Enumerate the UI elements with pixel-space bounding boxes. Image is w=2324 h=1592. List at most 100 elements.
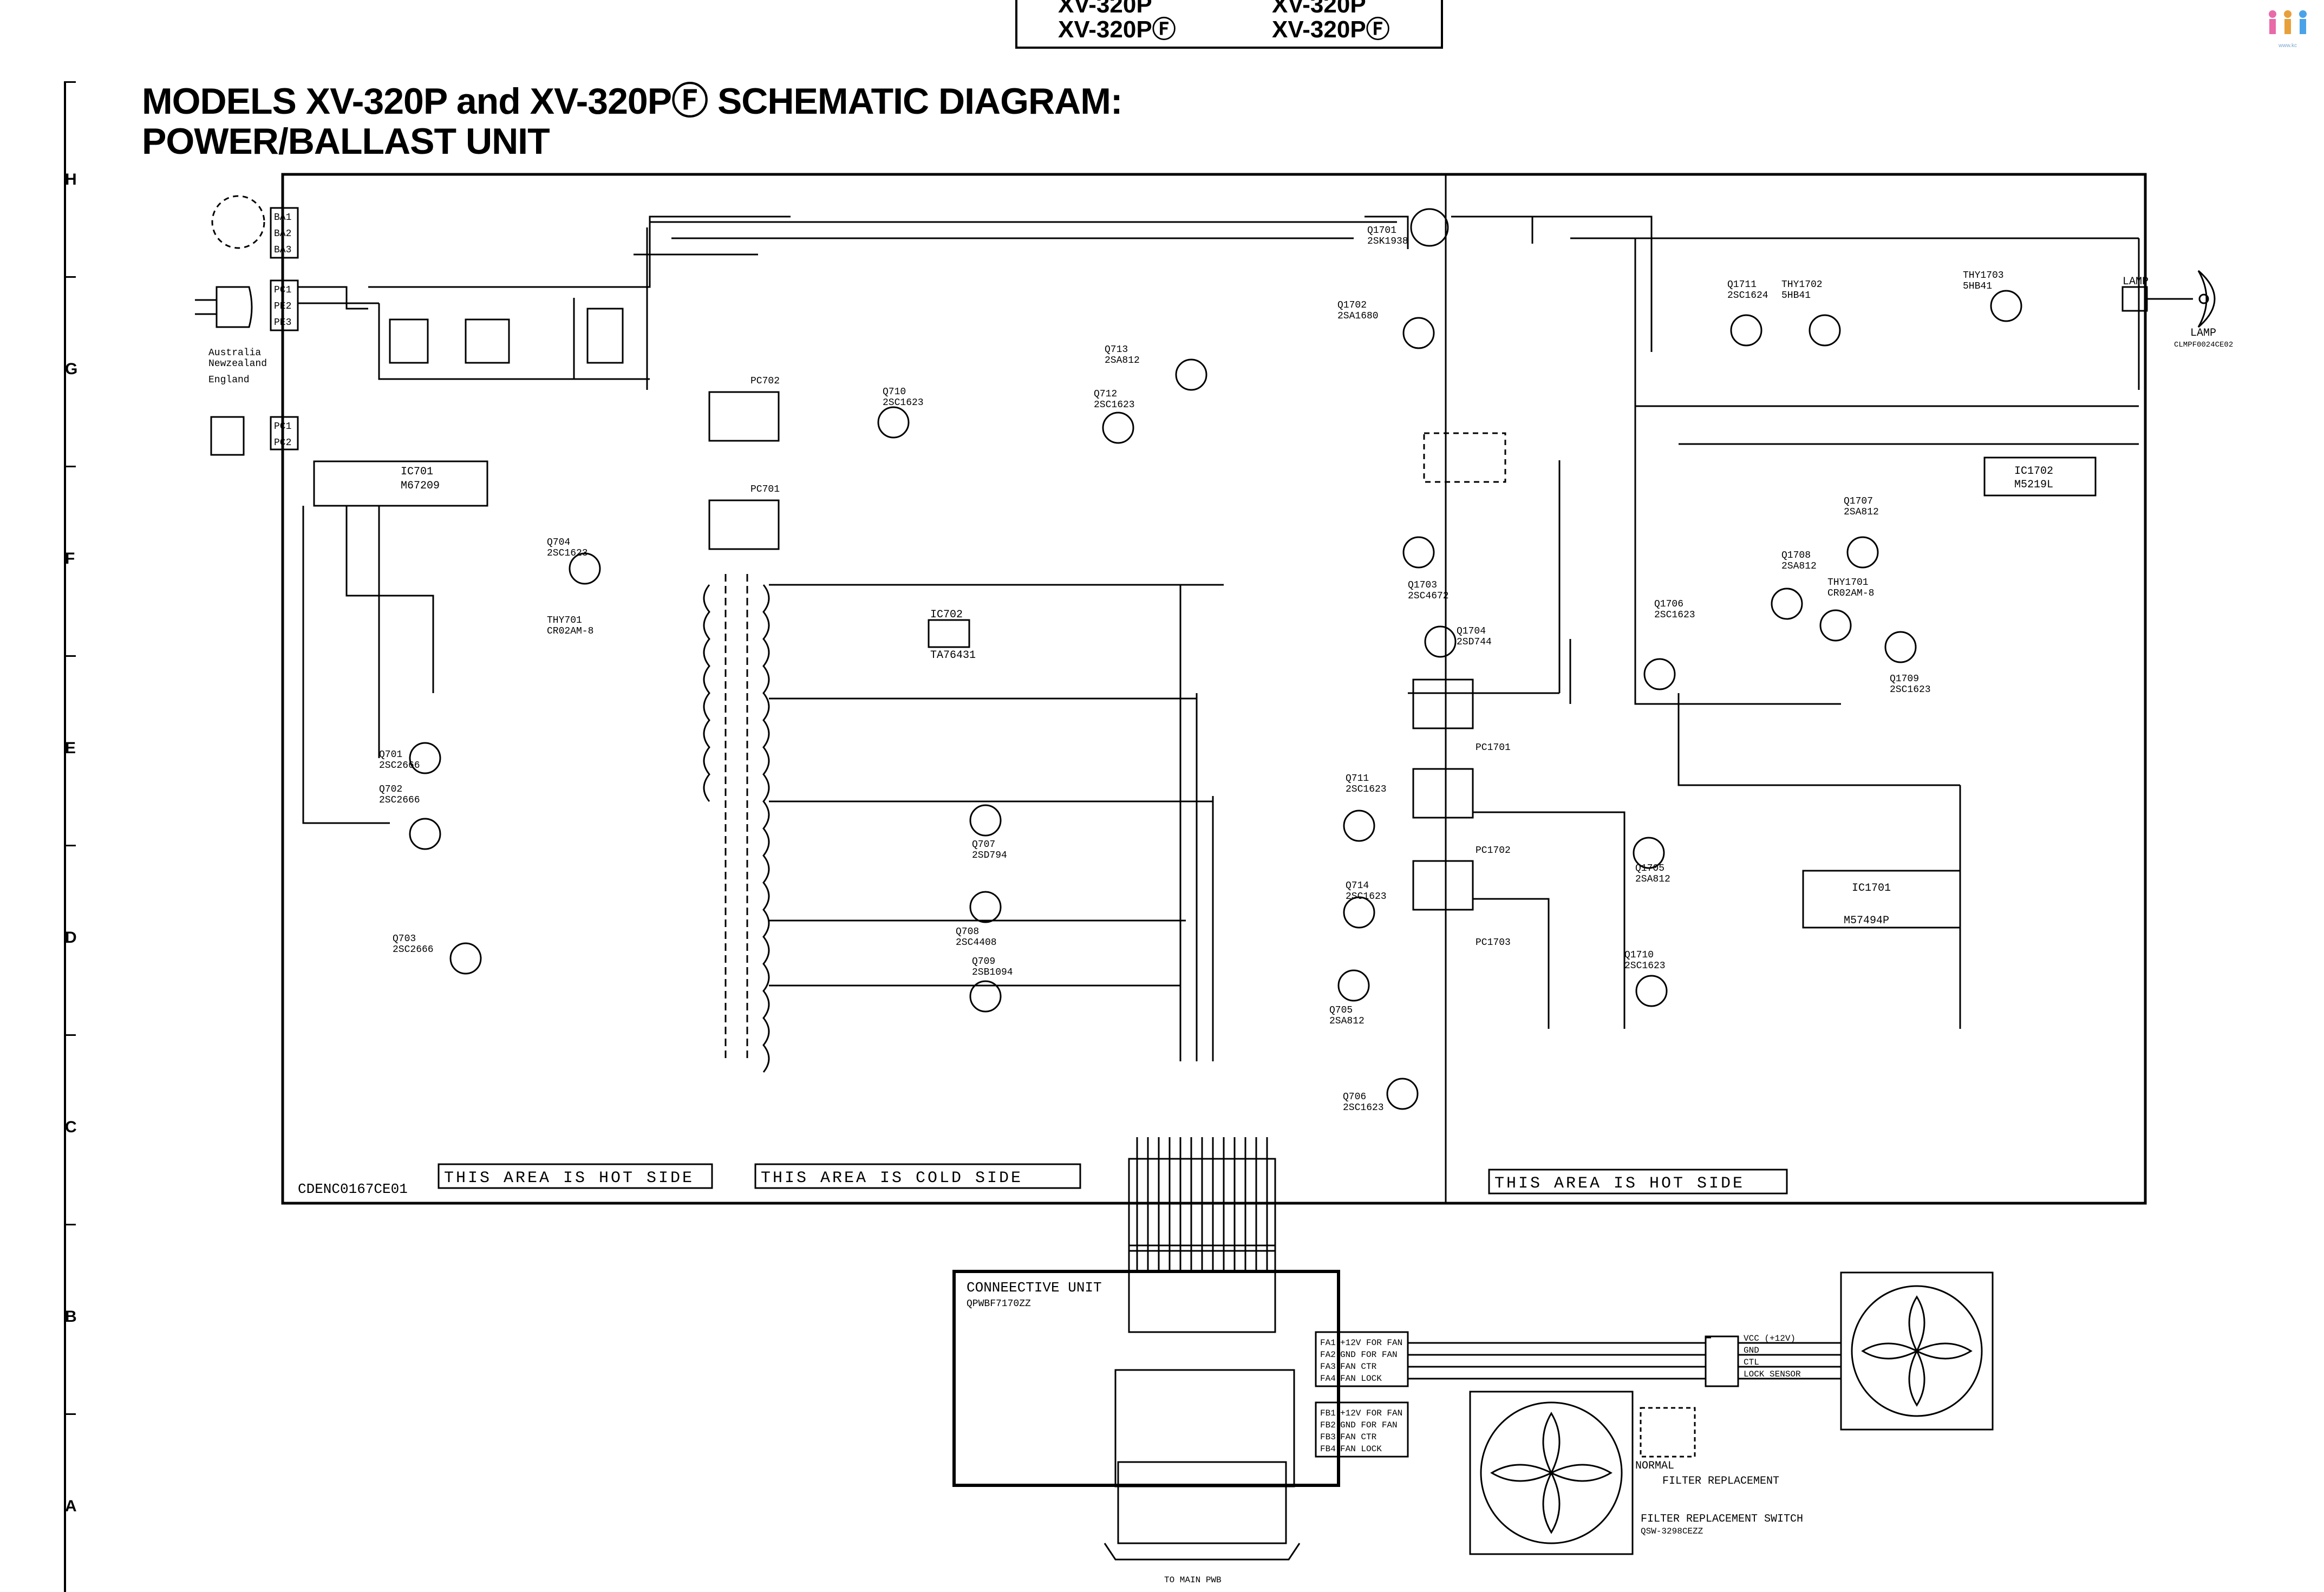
- transistor-part: 2SA1680: [1337, 311, 1379, 322]
- ic1702-block: [1983, 456, 2097, 497]
- thyristor-labels: THY1702 5HB41 THY1703 5HB41 THY701 CR02A…: [547, 270, 2004, 637]
- connective-unit-title: CONNEECTIVE UNIT: [967, 1280, 1102, 1296]
- transistor-name: Q710: [883, 387, 906, 397]
- transistor-name: Q709: [972, 956, 995, 967]
- transistor-part: 2SC2666: [393, 944, 434, 955]
- fan-left-ring: [1480, 1401, 1623, 1544]
- ruler-tick: [64, 1034, 76, 1036]
- transistor-name: Q707: [972, 839, 995, 850]
- thyristor-part: 5HB41: [1963, 281, 1992, 292]
- transistor-name: Q702: [379, 784, 402, 795]
- connective-unit-part: QPWBF7170ZZ: [967, 1299, 1031, 1309]
- transistor-part: 2SC1623: [1343, 1102, 1384, 1113]
- connector-block-top: [1128, 1158, 1276, 1252]
- connector-pin: PE3: [274, 317, 291, 328]
- region-note: Newzealand: [208, 358, 267, 369]
- photocoupler-label: PC701: [750, 484, 780, 495]
- transistor-part: 2SD794: [972, 850, 1007, 861]
- ruler-label: H: [65, 171, 77, 188]
- model-number: XV-320PⒻ: [1058, 16, 1176, 43]
- thyristor-name: THY701: [547, 615, 582, 626]
- ruler-label: C: [65, 1118, 77, 1136]
- fan-wire-label: LOCK SENSOR: [1744, 1369, 1801, 1379]
- normal-label: NORMAL: [1635, 1460, 1674, 1472]
- bridge-rectifier: [586, 308, 624, 364]
- t1701-transformer: [1423, 432, 1506, 483]
- transistor-part: 2SC1623: [547, 548, 588, 559]
- fa-pin: FA2: [1320, 1350, 1336, 1360]
- ruler-label: A: [65, 1497, 77, 1515]
- ic701-block: [313, 460, 488, 507]
- fb-wire-label: GND FOR FAN: [1340, 1420, 1398, 1430]
- ruler-tick: [64, 81, 76, 83]
- t701-primary: [703, 584, 710, 802]
- transistor-part: 2SA812: [1844, 507, 1879, 518]
- ic702-block: [928, 619, 970, 648]
- transistor-name: Q1708: [1781, 550, 1811, 561]
- line-choke: [465, 318, 510, 364]
- t701-secondary: [762, 584, 770, 1073]
- cold-side-label: THIS AREA IS COLD SIDE: [761, 1169, 1023, 1188]
- transistor-part: 2SC1623: [1346, 891, 1387, 902]
- transistor-name: Q711: [1346, 773, 1369, 784]
- ruler-tick: [64, 276, 76, 278]
- ic701-part: M67209: [401, 480, 440, 492]
- transistor-part: 2SC1623: [1890, 684, 1931, 695]
- lamp-icon: [2197, 270, 2216, 328]
- transistor-part: 2SC4408: [956, 937, 997, 948]
- ic1701-part: M57494P: [1844, 915, 1889, 927]
- transistor-part: 2SA812: [1635, 874, 1670, 885]
- thyristor-part: CR02AM-8: [1827, 588, 1874, 599]
- pc701-photocoupler: [708, 499, 780, 550]
- photocoupler-label: PC1703: [1476, 937, 1511, 948]
- logo-text: www.kc: [2279, 43, 2297, 49]
- ic1702-part: M5219L: [2014, 479, 2053, 491]
- model-number: XV-320P: [1058, 0, 1152, 18]
- fb-pin: FB2: [1320, 1420, 1336, 1430]
- fa-wire-label: FAN CTR: [1340, 1362, 1377, 1372]
- lamp-label: LAMP: [2190, 327, 2216, 340]
- fan-left-frame: [1469, 1391, 1634, 1555]
- transistor-part: 2SB1094: [972, 967, 1013, 978]
- connector-pin: BA3: [274, 245, 291, 256]
- fan-right-ring: [1851, 1285, 1983, 1417]
- thyristor-name: THY1703: [1963, 270, 2004, 281]
- transistor-name: Q1706: [1654, 599, 1683, 610]
- filter-switch-label: FILTER REPLACEMENT SWITCH: [1641, 1513, 1803, 1525]
- thyristor-name: THY1702: [1781, 279, 1823, 290]
- transistor-part: 2SC4672: [1408, 591, 1449, 602]
- fan-right-frame: [1840, 1271, 1994, 1431]
- transistor-name: Q1702: [1337, 300, 1367, 311]
- ic702-part: TA76431: [930, 649, 976, 662]
- connector-block-middle: [1128, 1244, 1276, 1333]
- transistor-name: Q1705: [1635, 863, 1664, 874]
- ic1702-name: IC1702: [2014, 465, 2053, 478]
- lamp-part: CLMPF0024CE02: [2174, 341, 2233, 349]
- fan-wire-label: CTL: [1744, 1358, 1759, 1367]
- transistor-part: 2SA812: [1105, 355, 1140, 366]
- fan-right-connector: [1705, 1335, 1739, 1387]
- transistor-part: 2SA812: [1781, 561, 1817, 572]
- thyristor-part: 5HB41: [1781, 290, 1811, 301]
- transistor-part: 2SK1938: [1367, 236, 1408, 247]
- lamp-connector: [2121, 286, 2148, 312]
- ba-connector: [270, 207, 299, 259]
- connective-unit-inner: [1114, 1369, 1295, 1487]
- connector-pin: BA2: [274, 229, 291, 239]
- fb-wire-label: FAN CTR: [1340, 1432, 1377, 1442]
- transistor-name: Q1704: [1457, 626, 1486, 637]
- filter-replacement-label: FILTER REPLACEMENT: [1662, 1475, 1779, 1487]
- title-line-1: MODELS XV-320P and XV-320PⒻ SCHEMATIC DI…: [142, 81, 1123, 122]
- connector-pin: PC1: [274, 285, 291, 296]
- model-number: XV-320PⒻ: [1272, 16, 1390, 43]
- fa-pin: FA1: [1320, 1338, 1336, 1348]
- fb-pin: FB1: [1320, 1408, 1336, 1418]
- ruler-tick: [64, 1413, 76, 1415]
- photocoupler-label: PC1702: [1476, 845, 1511, 856]
- fan-wire-label: GND: [1744, 1346, 1759, 1355]
- fan-left-blades: [1490, 1412, 1613, 1534]
- pc-connector: [270, 279, 299, 331]
- fuse-holder: [210, 416, 245, 456]
- thyristor-name: THY1701: [1827, 577, 1869, 588]
- figures-logo-icon: www.kc: [2261, 8, 2315, 51]
